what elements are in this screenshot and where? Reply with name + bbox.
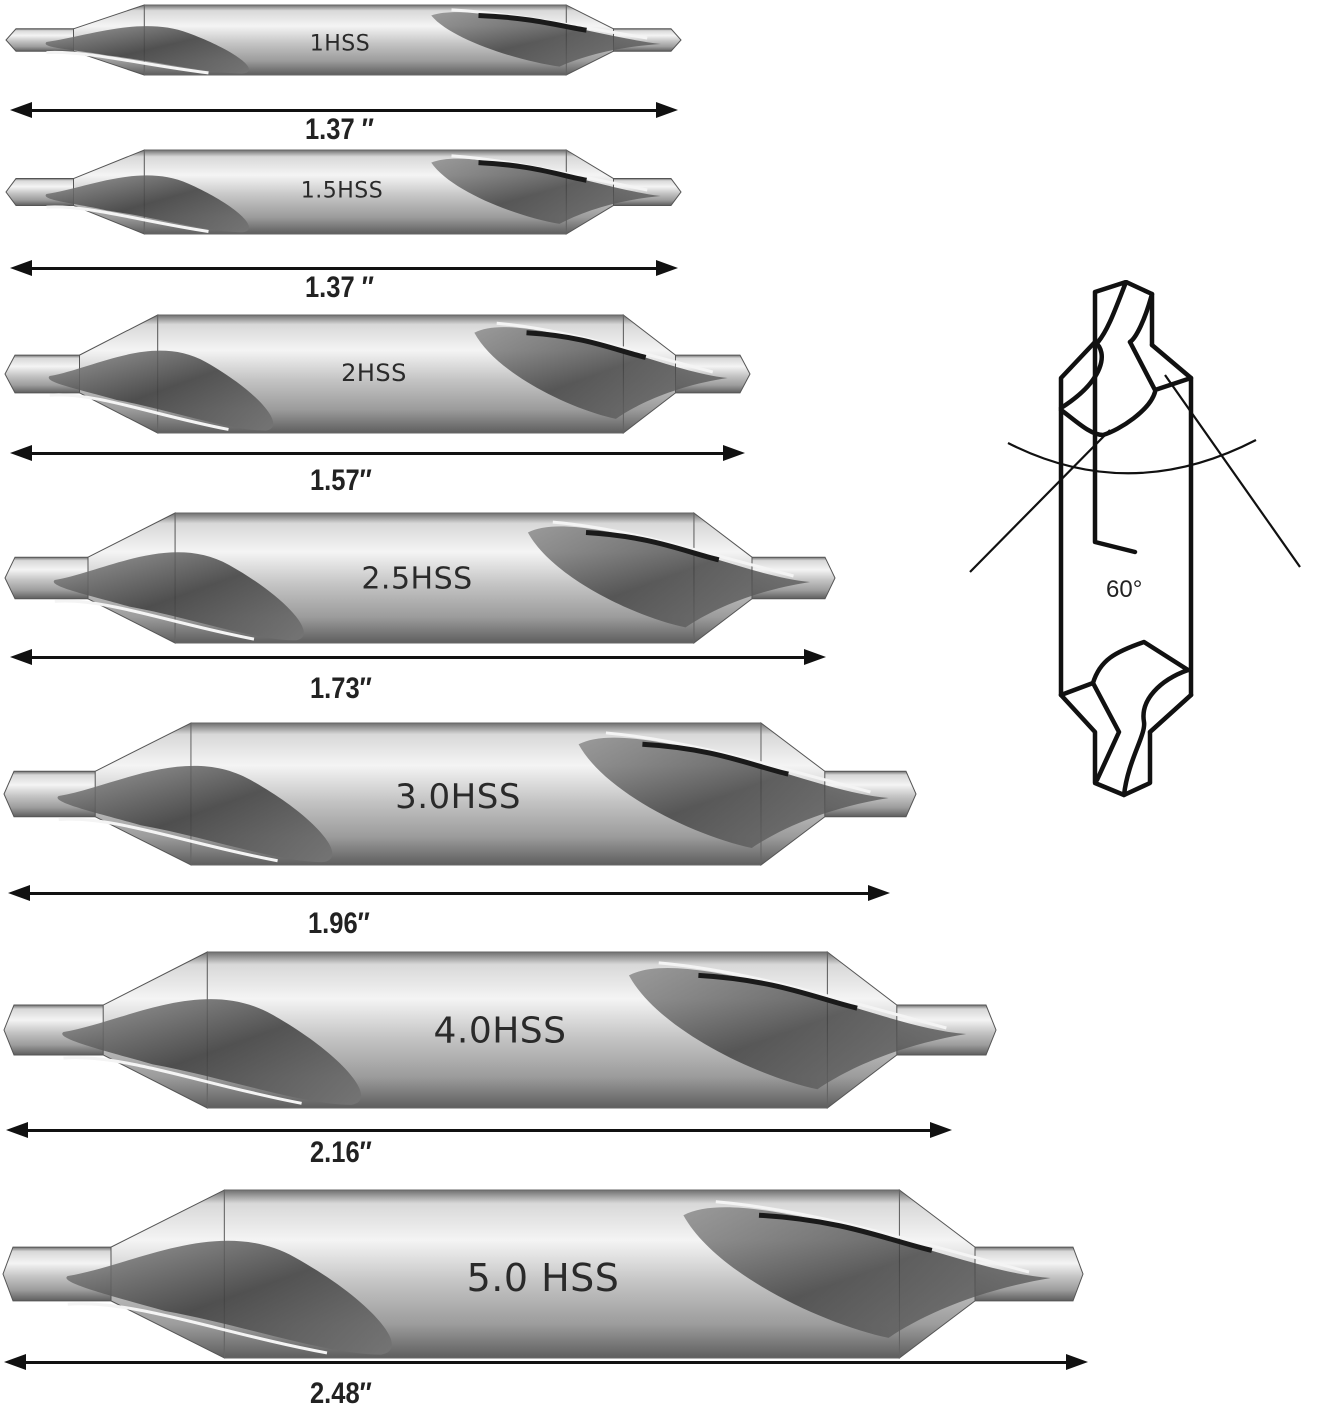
- drill-bit-icon: [5, 149, 682, 235]
- bit-size-label: 4.0HSS: [433, 1010, 567, 1052]
- length-label: 1.37 ″: [305, 271, 374, 304]
- dimension-line: [16, 1129, 942, 1132]
- bit-size-label: 1HSS: [309, 31, 371, 57]
- drill-bit: [3, 721, 917, 867]
- drill-bit-icon: [3, 950, 997, 1110]
- arrow-left-icon: [10, 102, 32, 118]
- drill-bit-icon: [3, 721, 917, 867]
- drill-bit-icon: [2, 1188, 1084, 1360]
- dimension-line: [20, 267, 668, 270]
- drill-bit-icon: [4, 313, 751, 435]
- dimension-line: [14, 1361, 1078, 1364]
- arrow-right-icon: [656, 102, 678, 118]
- arrow-right-icon: [868, 885, 890, 901]
- drill-bit-icon: [4, 511, 836, 645]
- arrow-left-icon: [10, 649, 32, 665]
- length-label: 1.57″: [310, 464, 372, 497]
- bit-size-label: 2.5HSS: [361, 561, 473, 597]
- dimension-line: [20, 109, 668, 112]
- drill-bit: [3, 950, 997, 1110]
- arrow-right-icon: [656, 260, 678, 276]
- center-drill-outline-icon: [969, 279, 1301, 798]
- arrow-left-icon: [8, 885, 30, 901]
- arrow-right-icon: [930, 1122, 952, 1138]
- arrow-right-icon: [723, 445, 745, 461]
- arrow-left-icon: [10, 260, 32, 276]
- dimension-line: [18, 892, 880, 895]
- dimension-line: [20, 452, 735, 455]
- center-drill-diagram: 60°: [960, 279, 1320, 1040]
- arrow-right-icon: [1066, 1354, 1088, 1370]
- angle-label: 60°: [1106, 576, 1143, 603]
- arrow-left-icon: [6, 1122, 28, 1138]
- arrow-left-icon: [4, 1354, 26, 1370]
- drill-bit: [5, 4, 682, 76]
- length-label: 2.16″: [310, 1136, 372, 1169]
- drill-bit-icon: [5, 4, 682, 76]
- drill-bit: [4, 313, 751, 435]
- length-label: 1.37 ″: [305, 113, 374, 146]
- dimension-line: [20, 656, 816, 659]
- length-label: 1.73″: [310, 672, 372, 705]
- length-label: 1.96″: [308, 907, 370, 940]
- bit-size-label: 3.0HSS: [395, 777, 521, 817]
- arrow-right-icon: [804, 649, 826, 665]
- bit-size-label: 5.0 HSS: [466, 1256, 620, 1300]
- length-label: 2.48″: [310, 1377, 372, 1410]
- bit-size-label: 1.5HSS: [300, 178, 384, 204]
- arrow-left-icon: [10, 445, 32, 461]
- bit-size-label: 2HSS: [341, 359, 407, 387]
- drill-bit: [5, 149, 682, 235]
- drill-bit: [2, 1188, 1084, 1360]
- drill-bit: [4, 511, 836, 645]
